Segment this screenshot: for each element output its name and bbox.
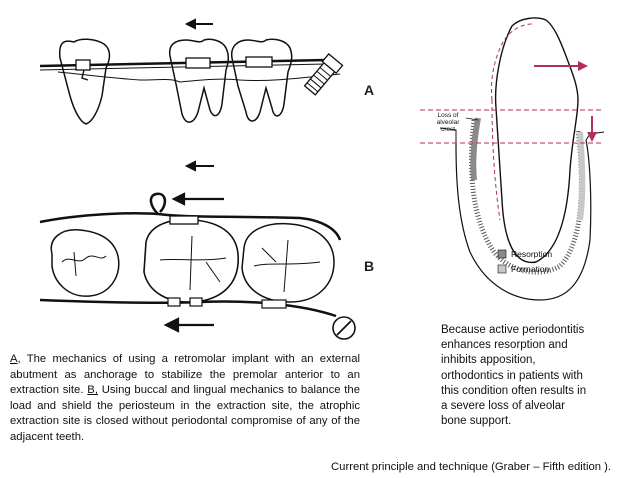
caption-line: inhibits apposition, <box>441 354 536 367</box>
bracket-molar-2 <box>245 56 273 68</box>
premolar-occlusal <box>50 229 120 297</box>
arrow-left-icon <box>184 18 213 30</box>
wire-loop <box>149 192 167 215</box>
caption-line: orthodontics in patients with <box>441 369 583 382</box>
legend-resorption: Resorption <box>511 249 553 259</box>
retromolar-implant <box>303 52 344 96</box>
arrow-left-icon <box>184 160 214 172</box>
periodontal-diagram <box>420 17 605 301</box>
arrow-right-icon <box>534 61 588 71</box>
arrow-left-icon <box>163 317 214 333</box>
figure-b-label: B <box>364 258 375 274</box>
arrow-down-icon <box>587 116 597 142</box>
caption-line: enhances resorption and <box>441 339 568 352</box>
lingual-wire <box>39 212 342 241</box>
crest-label: Loss of alveolar crest <box>436 112 460 133</box>
caption-figure-ab: A, The mechanics of using a retromolar i… <box>10 352 360 446</box>
citation: Current principle and technique (Graber … <box>331 461 612 473</box>
caption-b-letter: B, <box>87 384 98 397</box>
caption-a-text: , The mechanics of using a retromolar im… <box>10 353 360 397</box>
caption-line: Because active periodontitis <box>441 324 585 336</box>
caption-line: this condition often results in <box>441 384 587 397</box>
bracket-molar-1 <box>185 57 211 69</box>
implant-screw-head <box>332 316 356 340</box>
legend-formation: Formation <box>511 264 550 274</box>
caption-periodontitis: Because active periodontitis enhances re… <box>441 323 631 429</box>
caption-a-letter: A <box>10 353 18 365</box>
caption-b-text: Using buccal and lingual mechanics to ba… <box>10 384 360 443</box>
caption-line: a severe loss of alveolar <box>441 400 566 413</box>
arrow-left-icon <box>171 192 224 206</box>
bracket-premolar <box>75 59 91 71</box>
premolar-tooth <box>58 38 111 125</box>
gum-line <box>57 71 341 83</box>
figure-a-label: A <box>364 82 375 98</box>
caption-line: bone support. <box>441 415 512 428</box>
molar-occlusal-2 <box>241 222 335 303</box>
